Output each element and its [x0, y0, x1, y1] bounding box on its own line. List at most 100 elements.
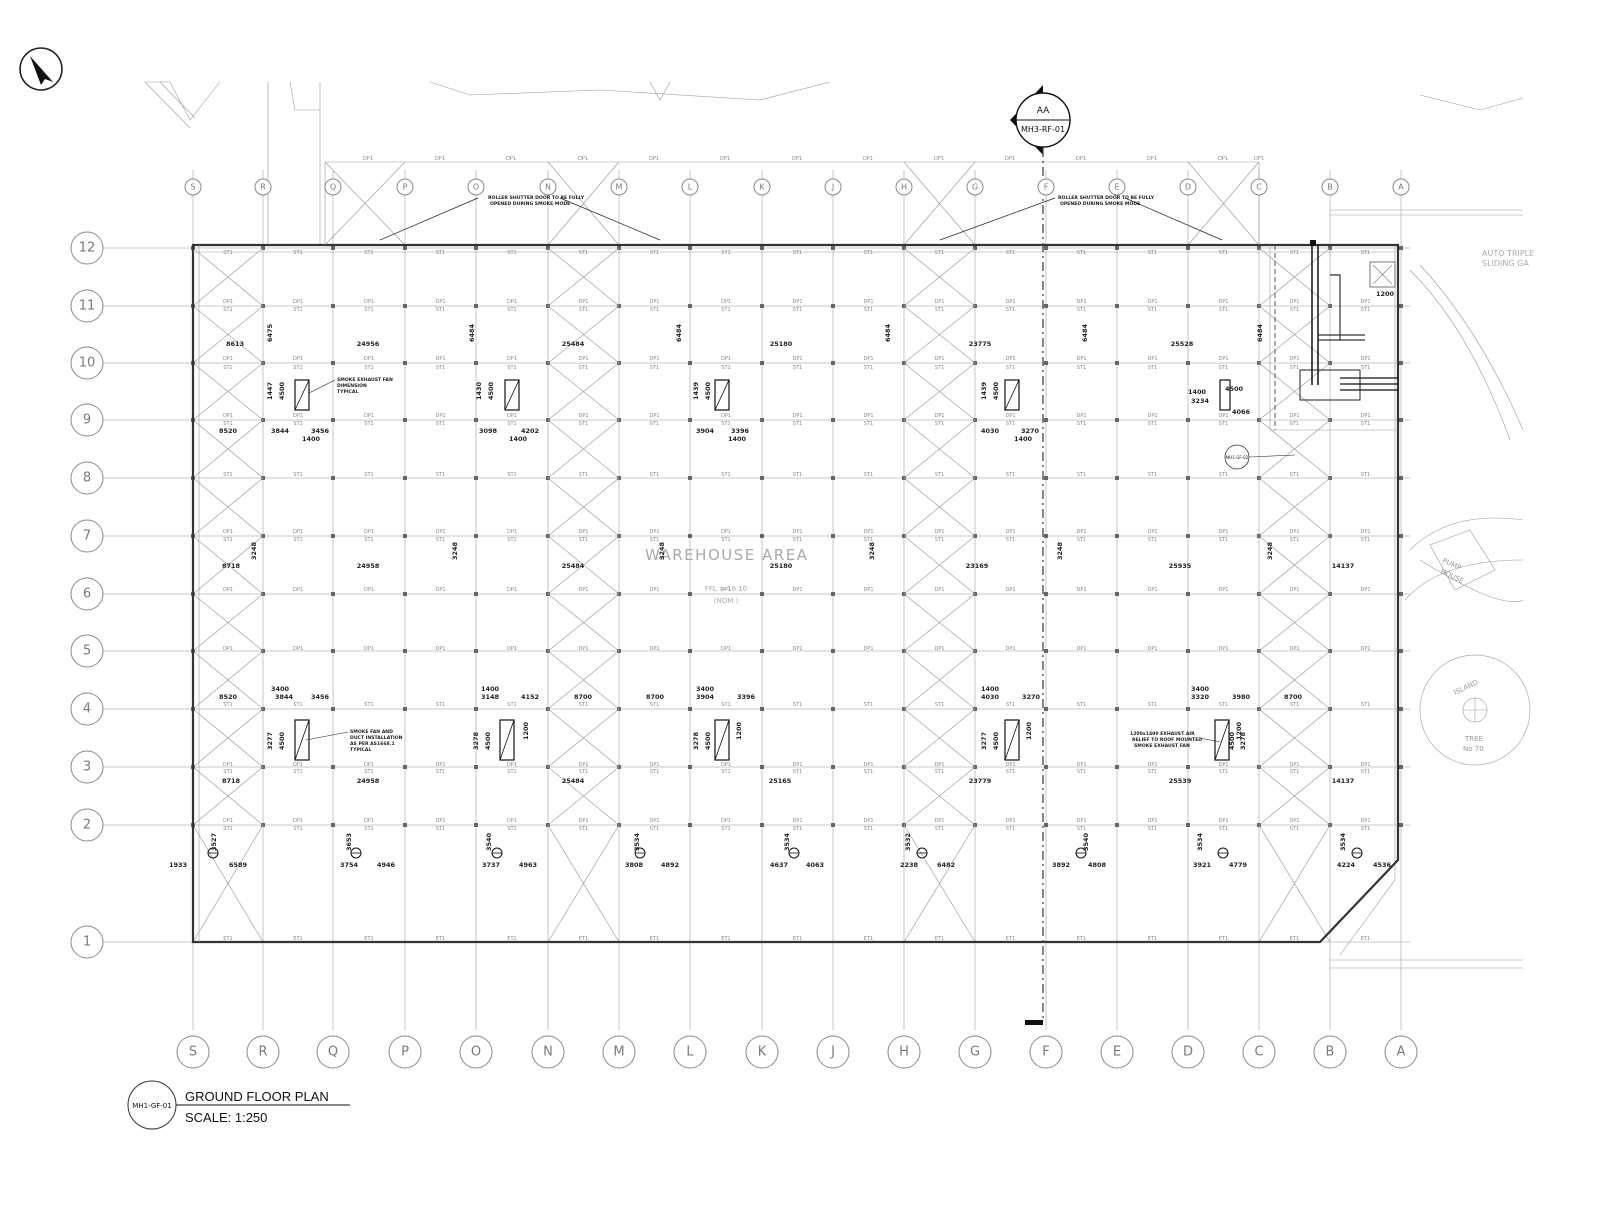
member-tag: ST1 [223, 472, 232, 478]
grid-bubble-row: 12 [70, 231, 104, 265]
member-tag: DP1 [649, 646, 659, 652]
column-marker [1044, 707, 1048, 711]
member-tag: ST1 [436, 702, 445, 708]
member-tag: DP1 [293, 762, 303, 768]
grid-bubble-label: L [686, 1045, 694, 1060]
member-tag: ST1 [1006, 307, 1015, 313]
member-tag: ST1 [1219, 769, 1228, 775]
dimension-text: 8700 [1284, 693, 1303, 701]
member-tag: DP1 [364, 646, 374, 652]
brace-line [903, 161, 976, 246]
member-tag: ST1 [1077, 769, 1086, 775]
brace-line [192, 247, 264, 307]
column-marker [688, 592, 692, 596]
dimension-text: 4892 [661, 861, 679, 869]
column-marker [331, 765, 335, 769]
dimension-text: 25484 [562, 562, 585, 570]
member-tag: ST1 [793, 365, 802, 371]
column-marker [688, 534, 692, 538]
column-marker [403, 476, 407, 480]
grid-bubble-top: B [1321, 178, 1339, 196]
column-marker [688, 823, 692, 827]
member-tag: ET1 [864, 936, 873, 942]
brace-line [192, 766, 264, 826]
dimension-text: 1200 [735, 721, 743, 740]
member-tag: ST1 [1148, 472, 1157, 478]
dimension-text: 6484 [1081, 323, 1089, 342]
grid-bubble-label: B [1326, 1045, 1335, 1060]
member-tag: DP1 [435, 587, 445, 593]
member-tag: ST1 [507, 250, 516, 256]
member-tag: DP1 [578, 156, 588, 162]
grid-bubble-label: F [1044, 183, 1049, 192]
grid-bubble-row: 5 [70, 634, 104, 668]
dimension-text: 4030 [981, 693, 1000, 701]
member-tag: DP1 [649, 818, 659, 824]
member-tag: DP1 [934, 587, 944, 593]
column-marker [760, 304, 764, 308]
smoke-fan-diag [294, 719, 310, 761]
member-tag: DP1 [223, 762, 233, 768]
member-tag: DP1 [1218, 587, 1228, 593]
grid-bubble-circle [681, 178, 699, 196]
member-tag: ST1 [1290, 826, 1299, 832]
member-tag: DP1 [649, 587, 659, 593]
grid-bubble-top: L [681, 178, 699, 196]
brace-line [192, 824, 264, 943]
dimension-text: 25484 [562, 777, 585, 785]
member-tag: DP1 [1360, 762, 1370, 768]
brace-line [192, 477, 264, 537]
dimension-text: 1400 [981, 685, 1000, 693]
dimension-text: 3270 [1021, 427, 1040, 435]
member-tag: ST1 [721, 769, 730, 775]
brace-line [547, 650, 620, 710]
member-tag: DP1 [578, 413, 588, 419]
grid-bubble-circle [966, 178, 984, 196]
dimension-text: 4500 [992, 731, 1000, 750]
column-marker [1399, 707, 1403, 711]
column-marker [1399, 534, 1403, 538]
member-tag: DP1 [863, 299, 873, 305]
dimension-text: 3277 [266, 732, 274, 750]
grid-bubble-top: H [895, 178, 913, 196]
column-marker [1044, 534, 1048, 538]
column-marker [403, 304, 407, 308]
ffl-nom: (NOM.) [714, 597, 739, 605]
member-tag: DP1 [1218, 646, 1228, 652]
grid-bubble-label: O [471, 1045, 481, 1060]
member-tag: ST1 [223, 421, 232, 427]
column-marker [474, 765, 478, 769]
member-tag: DP1 [1289, 762, 1299, 768]
dimension-text: 4500 [487, 381, 495, 400]
member-tag: DP1 [1005, 413, 1015, 419]
member-tag: DP1 [293, 413, 303, 419]
column-marker [1186, 649, 1190, 653]
dimension-text: 3400 [1191, 685, 1210, 693]
dimension-text: 8700 [574, 693, 593, 701]
column-marker [1399, 418, 1403, 422]
dimension-text: 6484 [468, 323, 476, 342]
column-marker [1044, 246, 1048, 250]
member-tag: DP1 [721, 356, 731, 362]
dimension-text: 4779 [1229, 861, 1248, 869]
grid-bubble-label: K [758, 1045, 767, 1060]
grid-bubble-circle [1179, 178, 1197, 196]
grid-bubble-circle [70, 231, 104, 265]
member-tag: ST1 [1006, 769, 1015, 775]
grid-bubble-bottom: F [1029, 1035, 1063, 1069]
column-marker [831, 707, 835, 711]
member-tag: DP1 [1360, 413, 1370, 419]
grid-bubble-circle [531, 1035, 565, 1069]
dimension-text: 8613 [226, 340, 244, 348]
grid-bubble-label: 10 [79, 356, 96, 371]
member-tag: DP1 [507, 818, 517, 824]
member-tag: DP1 [649, 356, 659, 362]
grid-bubble-circle [1392, 178, 1410, 196]
column-marker [688, 707, 692, 711]
column-marker [1115, 361, 1119, 365]
dimension-text: 3904 [696, 427, 715, 435]
member-tag: ST1 [579, 421, 588, 427]
brace-line [1258, 477, 1331, 537]
member-tag: DP1 [649, 156, 659, 162]
dimension-text: 3534 [633, 832, 641, 851]
